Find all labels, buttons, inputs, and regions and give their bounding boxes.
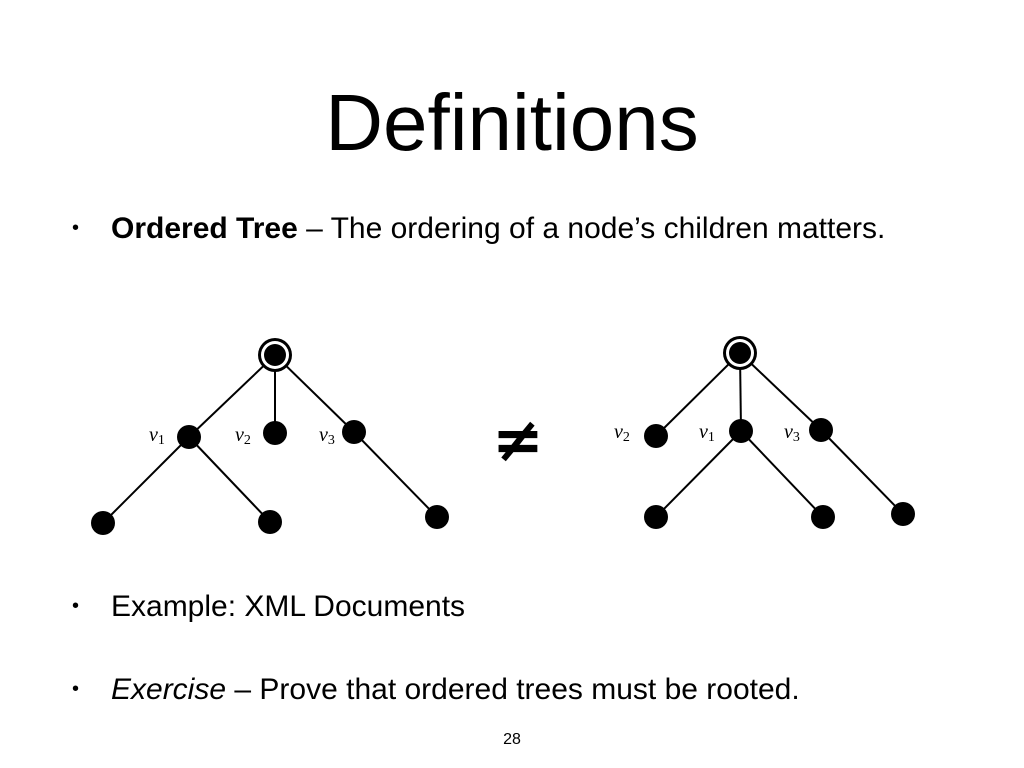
label-v1: v1	[149, 424, 165, 448]
not-equal-symbol: ≠	[492, 403, 544, 476]
root-node-inner	[264, 344, 286, 366]
edge	[188, 436, 271, 523]
leaf-node	[644, 505, 668, 529]
node-v3	[342, 420, 366, 444]
term-separator: –	[226, 673, 260, 706]
edge	[274, 354, 355, 433]
bullet-marker: •	[72, 595, 80, 617]
edge	[353, 431, 438, 518]
node-v3	[809, 418, 833, 442]
node-v2	[644, 424, 668, 448]
edge	[655, 352, 741, 437]
tree-left-nodes	[91, 338, 449, 535]
edge	[655, 430, 742, 518]
root-node-inner	[729, 342, 751, 364]
edge	[739, 352, 822, 431]
leaf-node	[91, 511, 115, 535]
node-v1	[729, 419, 753, 443]
label-v2: v2	[614, 421, 630, 445]
bullet-marker: •	[72, 217, 80, 239]
bullet-text: Example: XML Documents	[111, 590, 466, 623]
term-ordered-tree: Ordered Tree	[111, 212, 298, 245]
edge	[102, 436, 190, 524]
node-v2	[263, 421, 287, 445]
label-v2: v2	[235, 424, 251, 448]
definition-text: The ordering of a node’s children matter…	[330, 212, 886, 245]
edge	[820, 429, 904, 515]
node-v1	[177, 425, 201, 449]
bullet-text: Exercise – Prove that ordered trees must…	[111, 668, 931, 711]
leaf-node	[425, 505, 449, 529]
term-separator: –	[297, 212, 331, 245]
edge	[740, 430, 824, 518]
leaf-node	[258, 510, 282, 534]
bullet-marker: •	[72, 678, 80, 700]
label-v1: v1	[699, 421, 715, 445]
tree-right	[655, 352, 904, 518]
leaf-node	[891, 502, 915, 526]
leaf-node	[811, 505, 835, 529]
label-v3: v3	[319, 424, 335, 448]
bullet-text: Ordered Tree – The ordering of a node’s …	[111, 207, 931, 250]
slide-title: Definitions	[325, 78, 699, 167]
page-number: 28	[503, 731, 521, 748]
edge	[188, 354, 276, 438]
tree-right-nodes	[644, 336, 915, 529]
exercise-text: Prove that ordered trees must be rooted.	[259, 673, 800, 706]
term-exercise: Exercise	[111, 673, 227, 706]
tree-left	[102, 354, 438, 524]
label-v3: v3	[784, 421, 800, 445]
